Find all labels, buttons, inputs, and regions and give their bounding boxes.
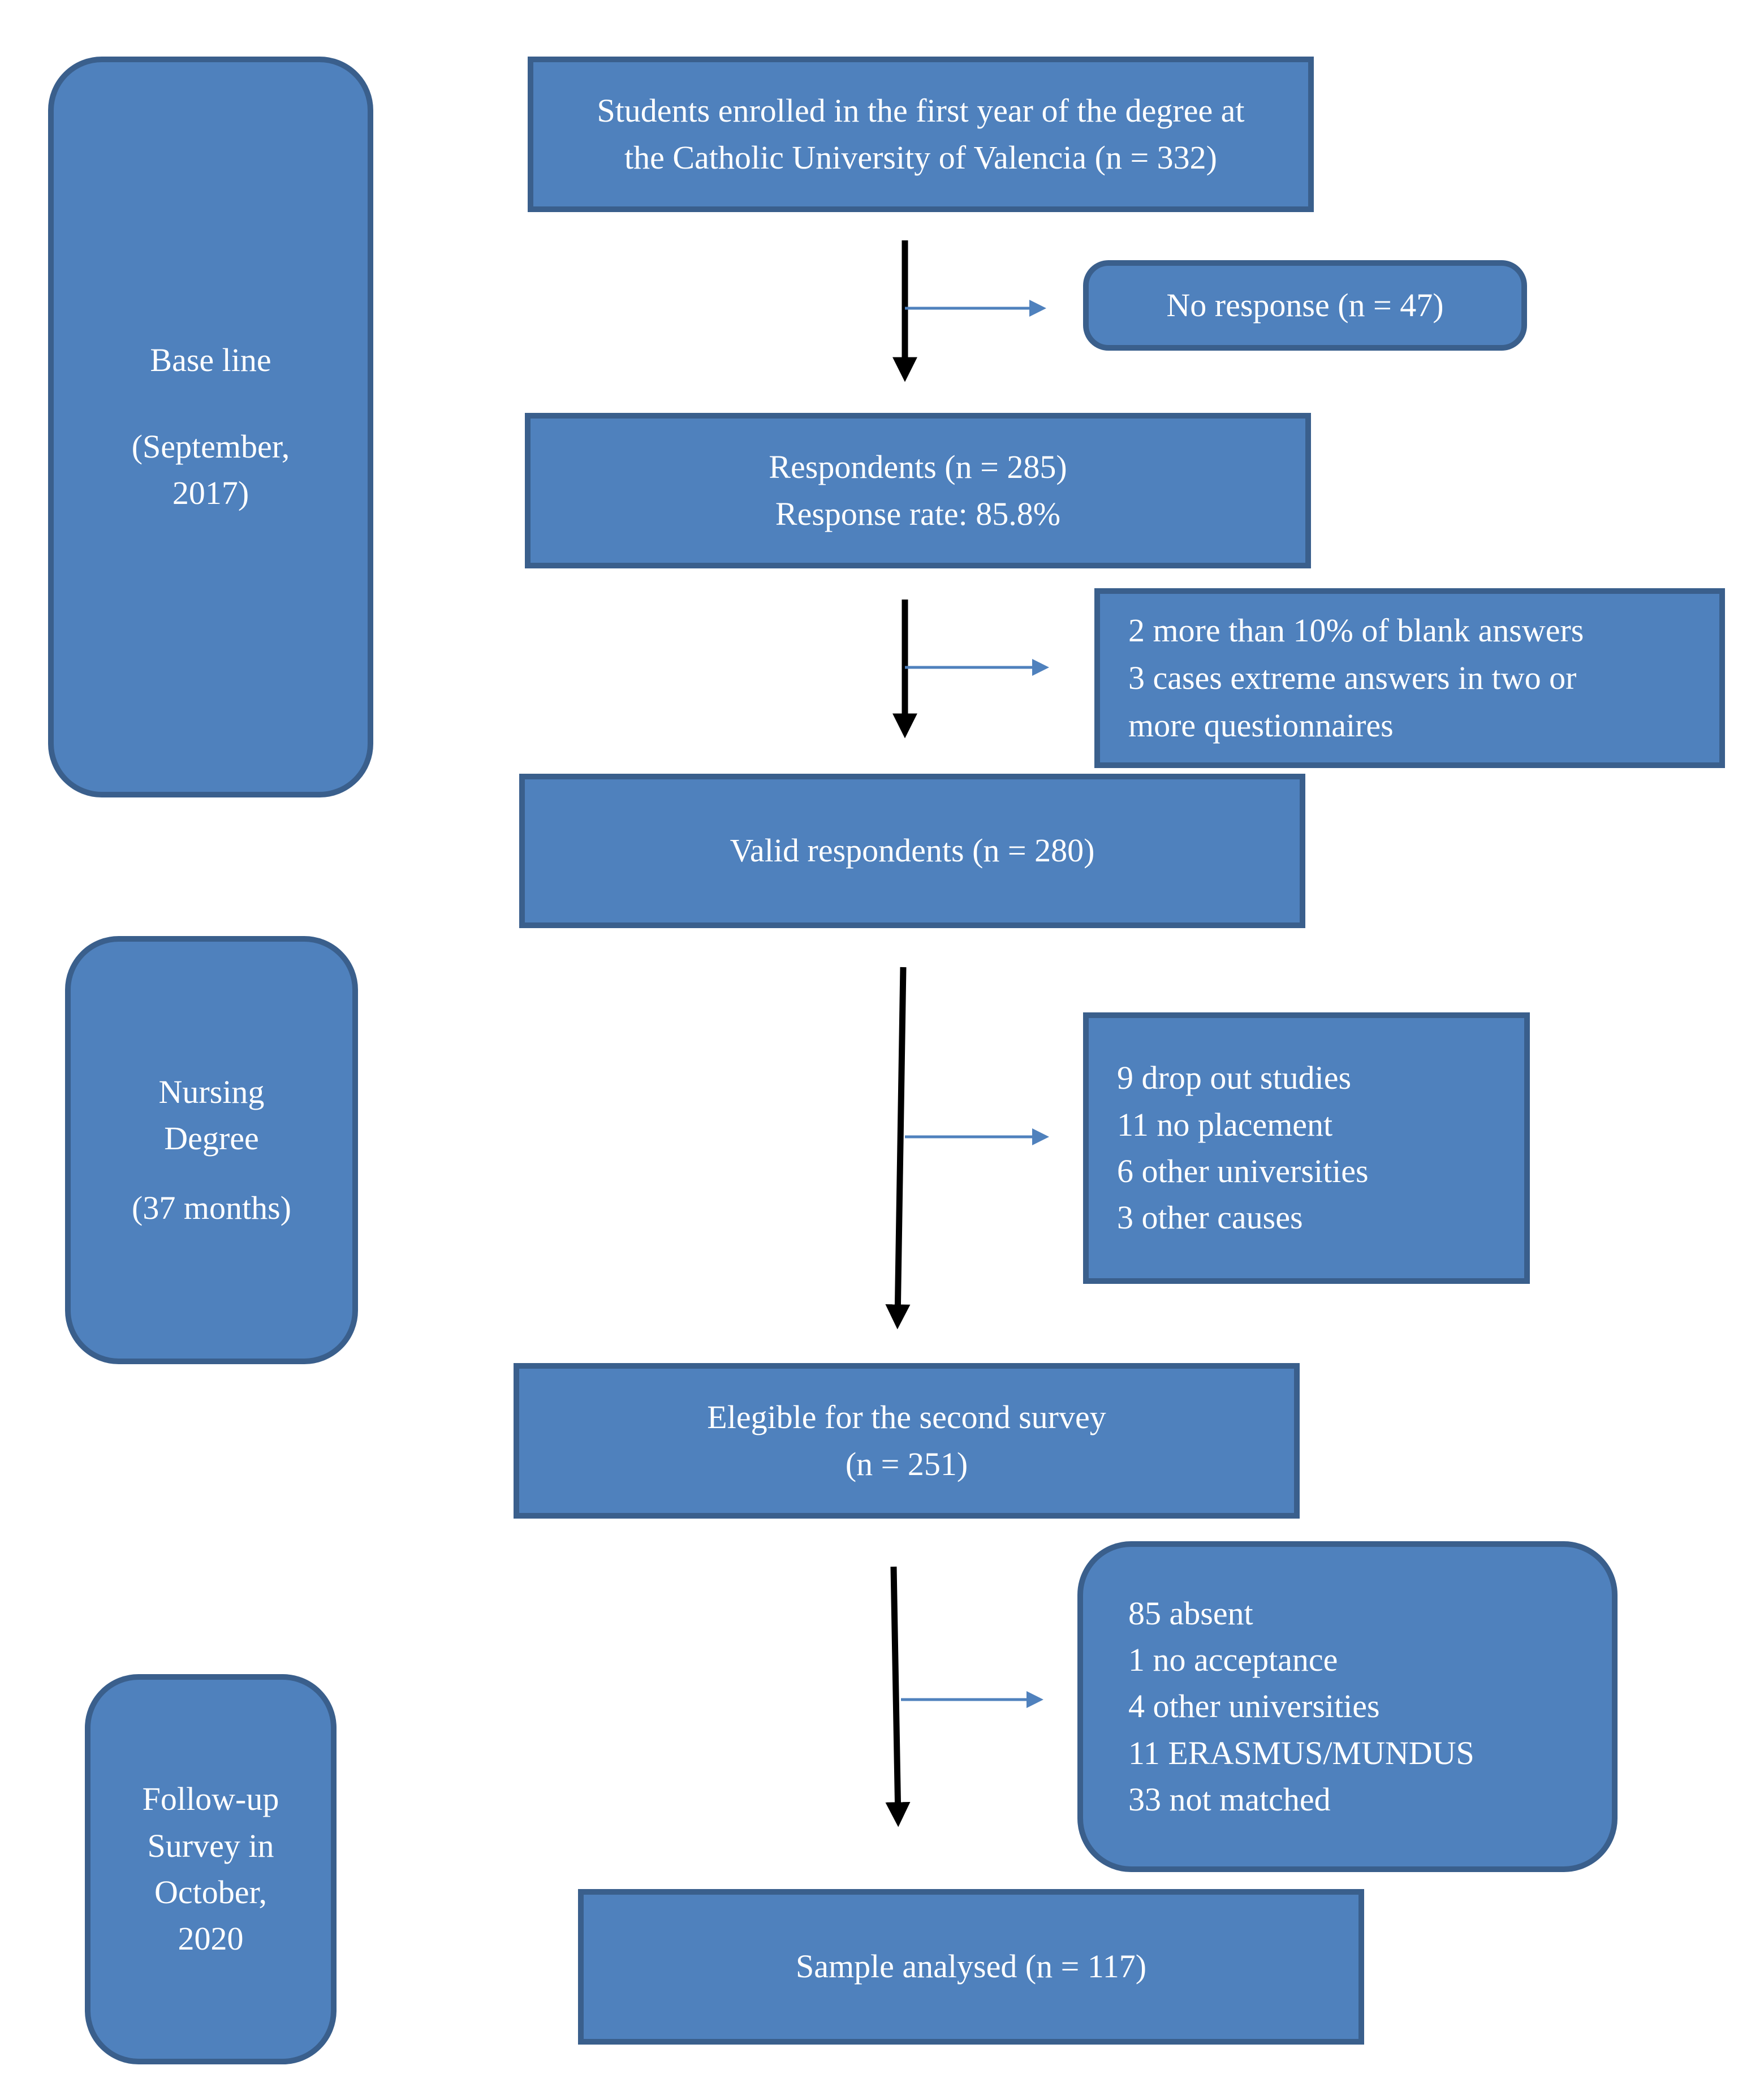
sample-label: Sample analysed (n = 117) [795, 1948, 1147, 1985]
lost-item: 3 other causes [1117, 1199, 1303, 1236]
phase-nursing-line3: (37 months) [132, 1189, 291, 1226]
box-lost: 9 drop out studies 11 no placement 6 oth… [1083, 1012, 1530, 1284]
enrolled-line2: the Catholic University of Valencia (n =… [624, 139, 1217, 176]
no-response-label: No response (n = 47) [1166, 286, 1444, 324]
respondents-line2: Response rate: 85.8% [775, 495, 1061, 532]
phase-followup-line3: October, [154, 1874, 267, 1911]
invalid-item: 2 more than 10% of blank answers [1128, 611, 1584, 649]
phase-nursing-line1: Nursing [158, 1073, 265, 1110]
box-respondents: Respondents (n = 285) Response rate: 85.… [525, 413, 1311, 568]
arrow-valid-to-eligible [885, 967, 911, 1330]
enrolled-line1: Students enrolled in the first year of t… [597, 92, 1245, 130]
followup-loss-item: 1 no acceptance [1128, 1641, 1338, 1678]
phase-nursing-line2: Degree [164, 1120, 259, 1157]
box-followup-loss: 85 absent 1 no acceptance 4 other univer… [1077, 1541, 1618, 1872]
lost-item: 11 no placement [1117, 1106, 1333, 1143]
phase-followup-line1: Follow-up [142, 1780, 279, 1818]
invalid-item: 3 cases extreme answers in two or [1128, 659, 1577, 696]
eligible-line1: Elegible for the second survey [707, 1399, 1106, 1436]
eligible-line2: (n = 251) [845, 1445, 968, 1482]
followup-loss-item: 4 other universities [1128, 1688, 1380, 1725]
phase-baseline: Base line (September, 2017) [48, 57, 373, 797]
box-sample: Sample analysed (n = 117) [578, 1889, 1364, 2045]
followup-loss-item: 85 absent [1128, 1594, 1253, 1632]
box-no-response: No response (n = 47) [1083, 260, 1527, 351]
lost-item: 9 drop out studies [1117, 1059, 1352, 1097]
phase-nursing: Nursing Degree (37 months) [65, 936, 358, 1364]
respondents-line1: Respondents (n = 285) [769, 449, 1067, 486]
arrow-eligible-to-sample [885, 1566, 911, 1827]
phase-followup: Follow-up Survey in October, 2020 [85, 1674, 337, 2064]
phase-baseline-line3: 2017) [172, 475, 249, 512]
box-enrolled: Students enrolled in the first year of t… [528, 57, 1314, 212]
invalid-item: more questionnaires [1128, 707, 1394, 744]
box-invalid: 2 more than 10% of blank answers 3 cases… [1094, 588, 1725, 768]
phase-followup-line2: Survey in [147, 1827, 274, 1864]
valid-label: Valid respondents (n = 280) [730, 832, 1095, 869]
lost-item: 6 other universities [1117, 1153, 1369, 1189]
box-valid: Valid respondents (n = 280) [519, 774, 1305, 928]
phase-baseline-line1: Base line [150, 342, 271, 379]
phase-followup-line4: 2020 [178, 1920, 244, 1957]
followup-loss-item: 33 not matched [1128, 1781, 1331, 1818]
box-eligible: Elegible for the second survey (n = 251) [514, 1363, 1300, 1519]
followup-loss-item: 11 ERASMUS/MUNDUS [1128, 1734, 1474, 1771]
phase-baseline-line2: (September, [131, 428, 290, 465]
